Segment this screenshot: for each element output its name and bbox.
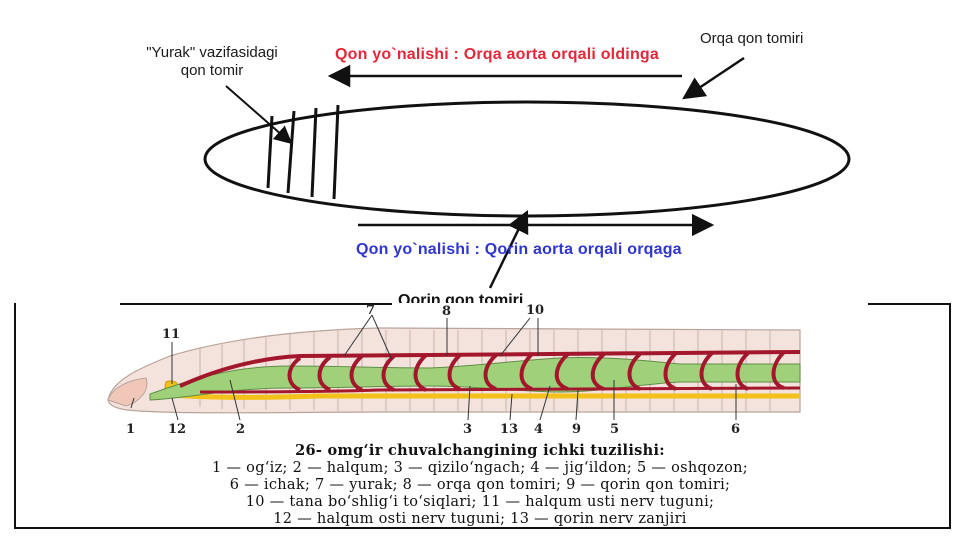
- schematic-diagram: [203, 56, 851, 289]
- part-number-12: 12: [168, 422, 187, 437]
- part-number-6: 6: [731, 422, 741, 437]
- part-number-13: 13: [500, 422, 519, 437]
- figure-caption-line-2: 6 — ichak; 7 — yurak; 8 — orqa qon tomir…: [229, 477, 731, 493]
- heart-label-line1: "Yurak" vazifasidagi: [146, 44, 278, 61]
- dorsal-flow-text: Qon yo`nalishi : Orqa aorta orqali oldin…: [335, 46, 659, 63]
- figure-caption-line-1: 1 — og‘iz; 2 — halqum; 3 — qizilo‘ngach;…: [212, 460, 748, 476]
- part-number-9: 9: [572, 422, 582, 437]
- heart-vessel-label: "Yurak" vazifasidagi qon tomir: [132, 44, 292, 80]
- figure-caption-title: 26- omg‘ir chuvalchangining ichki tuzili…: [295, 442, 665, 459]
- ventral-vessel-pointer: [488, 209, 529, 289]
- panel-top-border-right: [868, 303, 951, 305]
- worm-body-outline: [203, 100, 851, 218]
- dorsal-vessel-label: Orqa qon tomiri: [700, 30, 804, 47]
- ventral-vessel: [199, 386, 801, 394]
- dorsal-vessel: [179, 350, 801, 388]
- part-number-10: 10: [526, 303, 545, 318]
- figure-caption-line-4: 12 — halqum osti nerv tuguni; 13 — qorin…: [273, 511, 687, 527]
- heart-ring-3: [310, 107, 318, 198]
- figure-caption-line-3: 10 — tana bo‘shlig‘i to‘siqlari; 11 — ha…: [245, 494, 715, 510]
- prostomium: [107, 377, 148, 407]
- leader-lines: [130, 314, 737, 421]
- ventral-flow-text: Qon yo`nalishi : Qorin aorta orqali orqa…: [356, 241, 682, 258]
- dorsal-vessel-pointer: [682, 56, 745, 100]
- part-number-5: 5: [610, 422, 620, 437]
- part-number-8: 8: [442, 304, 452, 319]
- heart-pointer-arrow: [225, 85, 293, 145]
- panel-top-border-left: [120, 303, 392, 305]
- part-number-3: 3: [463, 422, 473, 437]
- heart-label-line2: qon tomir: [180, 62, 244, 79]
- part-number-4: 4: [534, 422, 544, 437]
- earthworm-illustration: [107, 314, 801, 421]
- part-number-1: 1: [126, 422, 136, 437]
- part-number-7: 7: [366, 303, 376, 318]
- part-number-2: 2: [236, 422, 246, 437]
- vessel-loops: [287, 350, 786, 392]
- heart-ring-2: [286, 110, 296, 194]
- heart-ring-1: [266, 115, 274, 189]
- heart-ring-4: [332, 104, 340, 200]
- part-number-11: 11: [162, 327, 181, 342]
